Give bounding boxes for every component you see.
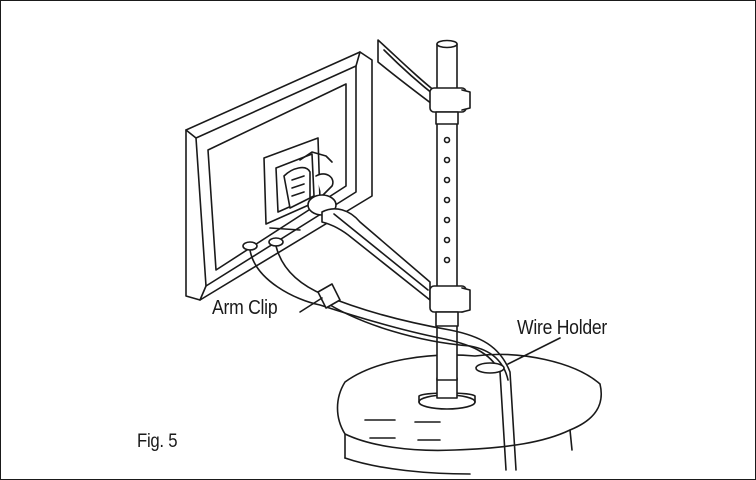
- vesa-mount: [263, 137, 337, 231]
- figure-number-label: Fig. 5: [137, 431, 178, 452]
- leader-lines: [299, 297, 561, 365]
- arm-clip-label: Arm Clip: [212, 297, 278, 319]
- wire-holder-label: Wire Holder: [517, 317, 608, 339]
- desk-surface: [336, 353, 602, 475]
- lower-arm: [321, 208, 471, 327]
- cables: [242, 237, 517, 471]
- pole-base: [418, 377, 476, 410]
- upper-collar: [377, 39, 471, 125]
